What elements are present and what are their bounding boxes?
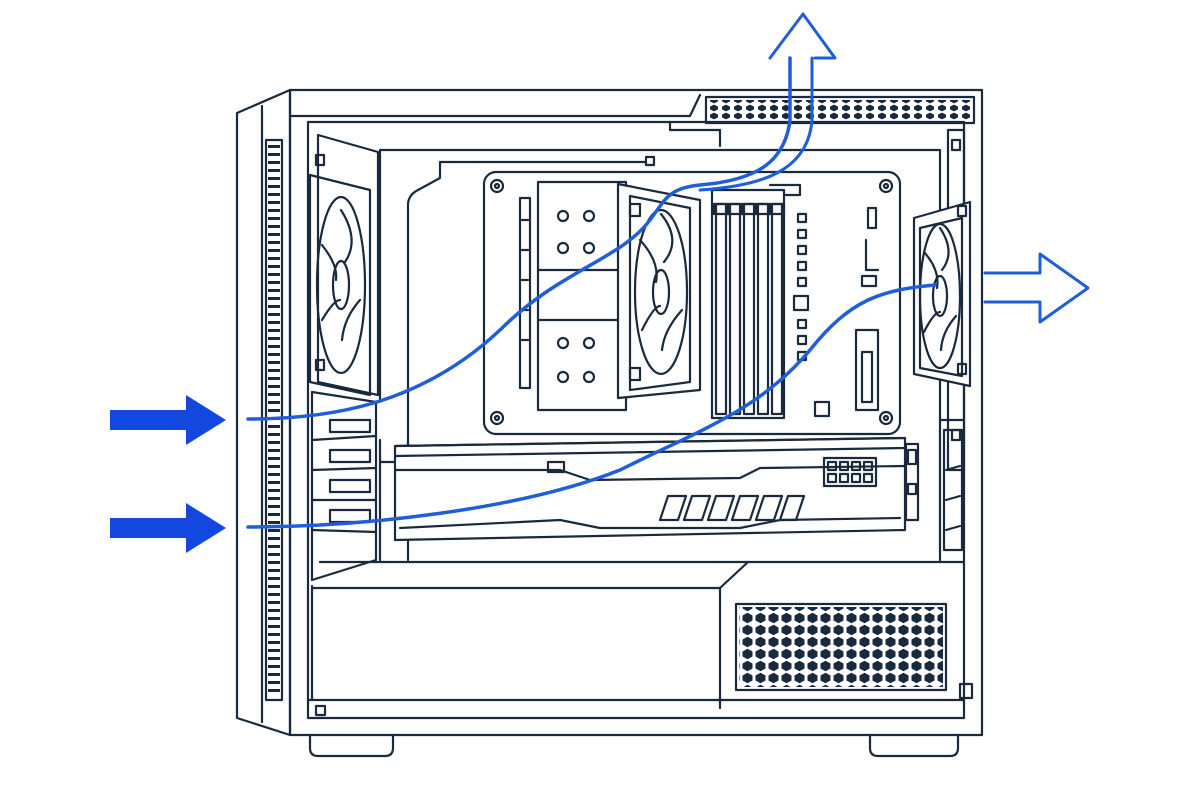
rear-fan bbox=[912, 200, 972, 388]
intake-arrow-upper bbox=[110, 395, 226, 445]
intake-arrow-lower bbox=[110, 503, 226, 553]
rear-expansion-slots bbox=[938, 418, 966, 552]
front-panel bbox=[235, 88, 292, 737]
gpu bbox=[378, 436, 920, 562]
airflow bbox=[246, 12, 1090, 529]
top-vent bbox=[704, 95, 976, 125]
case-foot-left bbox=[308, 733, 395, 758]
motherboard bbox=[482, 170, 902, 436]
airflow-lower bbox=[246, 283, 937, 529]
ram bbox=[710, 188, 786, 420]
cooler-fan bbox=[616, 182, 702, 400]
airflow-upper-inner bbox=[698, 56, 814, 192]
case bbox=[235, 88, 984, 758]
exhaust-top-arrow bbox=[768, 12, 837, 60]
airflow-upper bbox=[246, 56, 792, 421]
exhaust-rear-arrow bbox=[983, 252, 1090, 324]
drive-brackets bbox=[310, 390, 378, 582]
cpu-cooler bbox=[536, 180, 702, 412]
front-fan bbox=[308, 133, 380, 397]
psu-shroud bbox=[310, 560, 966, 710]
psu-vent bbox=[734, 602, 948, 692]
intake-arrows bbox=[110, 395, 226, 553]
case-foot-right bbox=[868, 733, 960, 758]
